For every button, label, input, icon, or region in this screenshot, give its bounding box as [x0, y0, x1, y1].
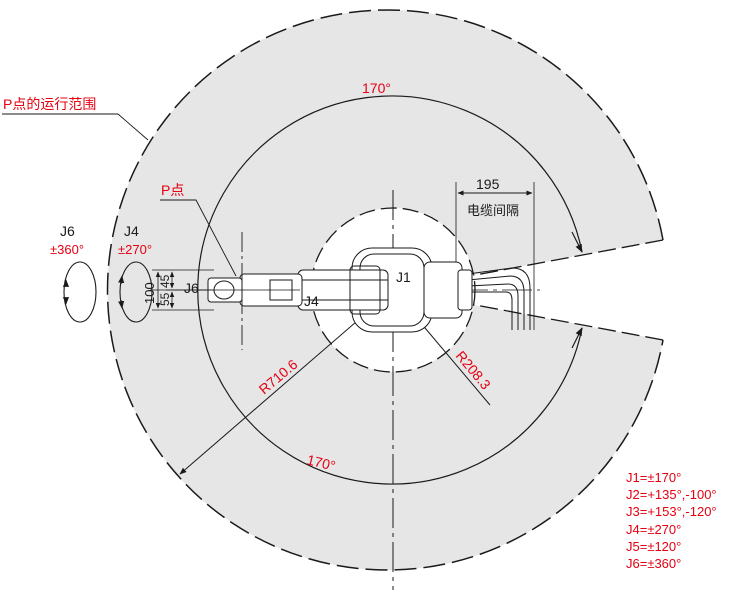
joint-limit-j1: J1=±170°	[626, 470, 682, 485]
p-point-label: P点	[161, 182, 184, 198]
dim-45: 45	[158, 274, 172, 288]
range-edge-lower	[469, 303, 664, 341]
p-range-label: P点的运行范围	[3, 96, 96, 112]
joint-limit-j6: J6=±360°	[626, 556, 682, 572]
cable-gap-label: 电缆间隔	[467, 203, 519, 218]
joint-limit-j3: J3=+153°,-120°	[626, 504, 717, 520]
cable-bundle	[467, 267, 531, 330]
j1-tag: J1	[396, 269, 411, 285]
p-range-leader	[2, 113, 149, 141]
j6-range: ±360°	[50, 242, 84, 257]
p-point-leader	[160, 199, 237, 277]
j4-title: J4	[124, 223, 139, 239]
dim-55: 55	[158, 292, 172, 306]
joint-limit-j5: J5=±120°	[626, 538, 682, 554]
joint-limit-j4: J4=±270°	[626, 521, 682, 537]
cable-dimension-value: 195	[476, 176, 500, 192]
j4-range: ±270°	[118, 242, 152, 257]
angle-label-top: 170°	[362, 80, 391, 96]
range-edge-upper	[469, 239, 664, 277]
j4-rotation-symbol	[119, 261, 153, 323]
j6-tag: J6	[184, 280, 199, 296]
j6-title: J6	[60, 223, 75, 239]
joint-limit-j2: J2=+135°,-100°	[626, 487, 717, 503]
j6-rotation-symbol	[63, 261, 97, 323]
tool-dimension	[152, 269, 214, 311]
p-point-range-boundary	[106, 9, 664, 571]
dim-100: 100	[142, 282, 157, 304]
angle-label-bottom: 170°	[305, 451, 337, 474]
j4-tag: J4	[304, 293, 319, 309]
joint-limits-list: J1=±170° J2=+135°,-100° J3=+153°,-120° J…	[626, 469, 717, 572]
